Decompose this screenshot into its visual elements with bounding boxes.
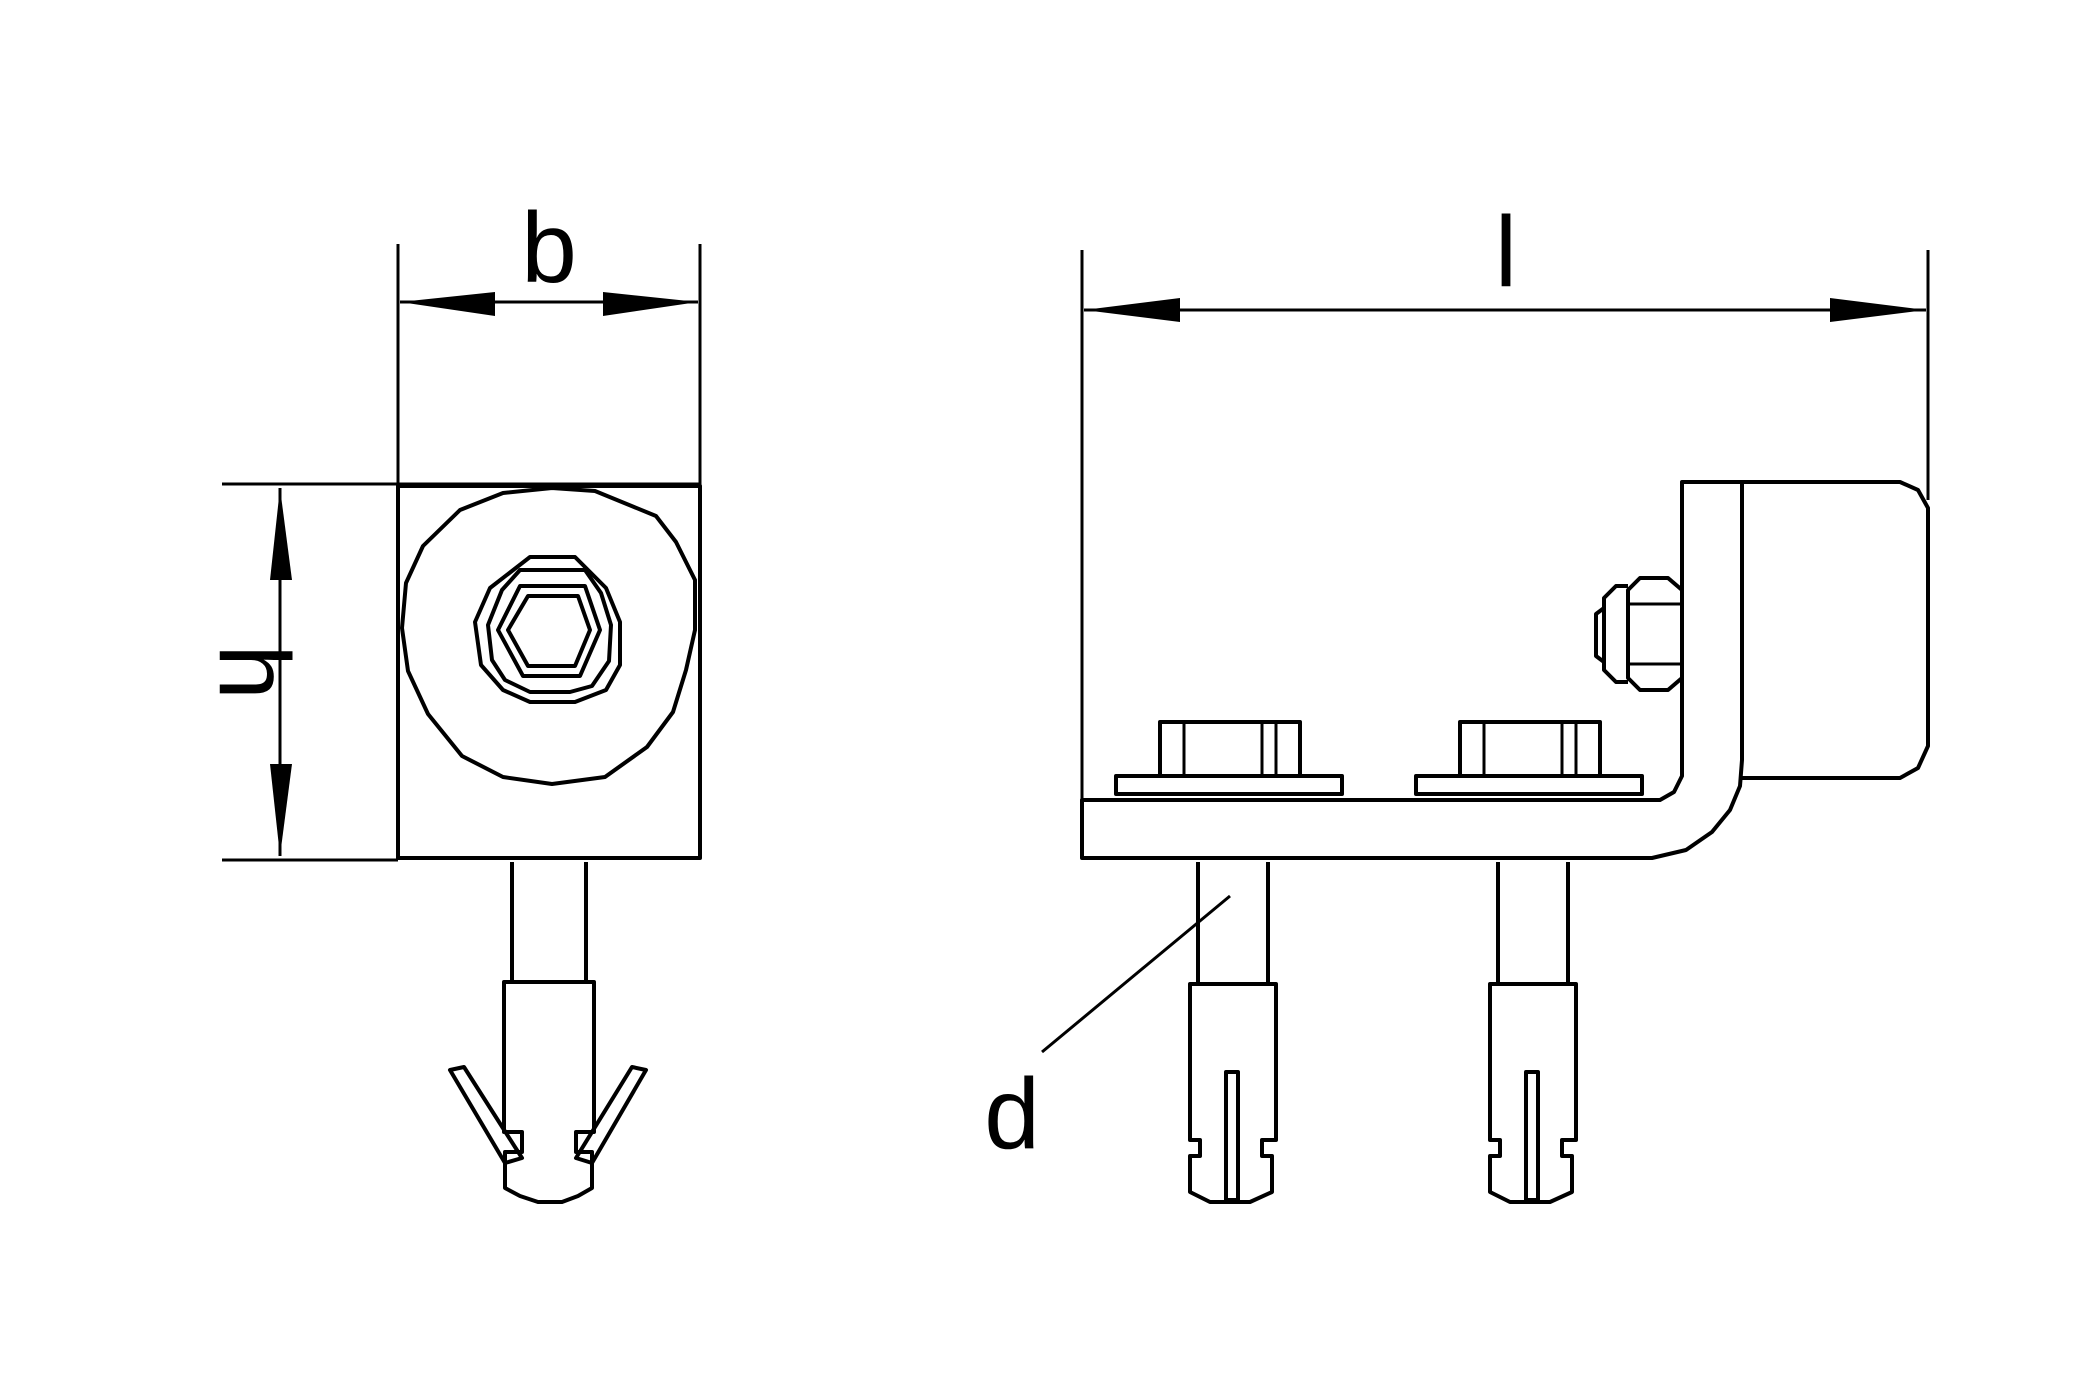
side-view: d: [984, 250, 1930, 1204]
side-nut: [1626, 576, 1684, 692]
front-body-outline: [396, 484, 702, 860]
clamp-block: [1742, 480, 1930, 780]
h-label: h: [198, 644, 310, 700]
base-nut-right: [1414, 720, 1644, 796]
base-nut-left: [1114, 720, 1344, 796]
front-view: [222, 244, 702, 1204]
b-label: b: [521, 192, 577, 304]
washer-right: [1414, 774, 1644, 796]
anchor-left-slot: [1224, 1070, 1240, 1202]
anchor-right-slot: [1524, 1070, 1540, 1202]
side-washer: [1602, 584, 1628, 684]
b-dimension: b: [400, 192, 698, 316]
b-arrow-left: [400, 292, 495, 316]
front-wedge-right: [574, 1065, 648, 1165]
socket-hexagon: [496, 584, 602, 678]
front-anchor-sleeve: [502, 980, 596, 1204]
nut-left: [1158, 720, 1302, 778]
nut-right: [1458, 720, 1602, 778]
anchor-left-sleeve: [1188, 982, 1278, 1204]
b-arrow-right: [603, 292, 698, 316]
h-arrow-bottom: [270, 764, 292, 856]
side-bolt-end: [1594, 606, 1606, 664]
h-arrow-top: [270, 488, 292, 580]
d-label: d: [984, 1058, 1040, 1170]
nut-outer-ring: [473, 555, 622, 704]
washer-outline: [400, 486, 697, 786]
l-arrow-right: [1830, 298, 1926, 322]
l-label: l: [1495, 196, 1517, 308]
d-leader-line: [1041, 894, 1231, 1054]
nut-inner-ring: [486, 568, 613, 694]
h-dimension: h: [198, 488, 310, 856]
socket-hexagon-inner: [506, 594, 592, 668]
l-arrow-left: [1084, 298, 1180, 322]
bracket-outline: [1080, 480, 1744, 860]
washer-left: [1114, 774, 1344, 796]
l-dimension: l: [1084, 196, 1926, 322]
anchor-right-sleeve: [1488, 982, 1578, 1204]
anchor-left: [1188, 862, 1278, 1204]
anchor-right: [1488, 862, 1578, 1204]
front-wedge-left: [448, 1065, 524, 1165]
